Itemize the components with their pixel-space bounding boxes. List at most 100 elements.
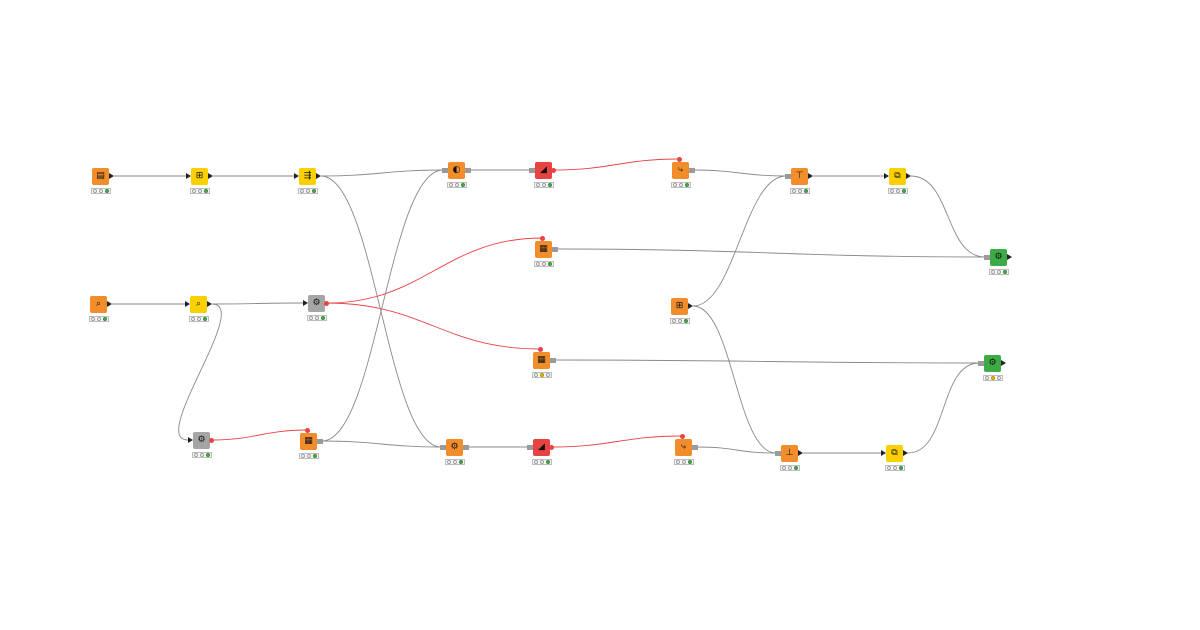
model-connection[interactable] (211, 429, 308, 441)
node-body[interactable]: ⊞ (671, 298, 688, 315)
joiner-node-bottom[interactable]: ⊥ (773, 437, 807, 471)
joiner-node-top[interactable]: ⊤ (783, 160, 817, 194)
data-connection[interactable] (321, 169, 444, 442)
data-connection[interactable] (556, 248, 986, 258)
node-body[interactable]: ▦ (533, 352, 550, 369)
view-node-top[interactable]: ⚙ (982, 241, 1016, 275)
predictor-node-top[interactable]: ◢ (527, 154, 561, 188)
model-input-port[interactable] (680, 434, 685, 439)
model-output-port[interactable] (209, 438, 214, 443)
node-body[interactable]: ⊤ (791, 168, 808, 185)
data-connection[interactable] (211, 302, 304, 305)
model-connection[interactable] (553, 158, 680, 171)
node-body[interactable]: ▤ (92, 168, 109, 185)
node-body[interactable]: ⤷ (672, 162, 689, 179)
input-port[interactable] (440, 445, 446, 450)
input-port[interactable] (881, 450, 886, 456)
node-body[interactable]: ◐ (448, 162, 465, 179)
data-connection[interactable] (554, 359, 980, 364)
metanode-top[interactable]: ⚙ (300, 287, 334, 321)
node-body[interactable]: ◢ (533, 439, 550, 456)
output-port[interactable] (463, 445, 469, 450)
input-port[interactable] (775, 451, 781, 456)
input-port[interactable] (185, 301, 190, 307)
input-port[interactable] (186, 173, 191, 179)
learner-node-bottom[interactable]: ⚙ (438, 431, 472, 465)
node-body[interactable]: ⚙ (446, 439, 463, 456)
data-connection[interactable] (907, 362, 980, 454)
scorer-node-bottom[interactable]: ⧉ (878, 437, 912, 471)
column-filter-node[interactable]: ⊞ (183, 160, 217, 194)
model-output-port[interactable] (549, 445, 554, 450)
model-connection[interactable] (326, 302, 541, 350)
input-port[interactable] (529, 168, 535, 173)
data-connection[interactable] (910, 175, 986, 258)
node-body[interactable]: ⚙ (984, 355, 1001, 372)
learner-node-top[interactable]: ◐ (440, 154, 474, 188)
output-port[interactable] (906, 173, 911, 179)
output-port[interactable] (692, 445, 698, 450)
node-body[interactable]: ⚙ (990, 249, 1007, 266)
data-connection[interactable] (320, 169, 444, 177)
output-port[interactable] (208, 173, 213, 179)
node-body[interactable]: ⧉ (886, 445, 903, 462)
partitioning-node[interactable]: ⇶ (291, 160, 325, 194)
output-port[interactable] (1007, 254, 1012, 260)
model-output-port[interactable] (551, 168, 556, 173)
input-port[interactable] (303, 300, 308, 306)
model-input-port[interactable] (538, 347, 543, 352)
node-body[interactable]: ▦ (300, 433, 317, 450)
output-port[interactable] (552, 247, 558, 252)
model-input-port[interactable] (677, 157, 682, 162)
model-input-port[interactable] (305, 428, 310, 433)
node-body[interactable]: ⊥ (781, 445, 798, 462)
output-port[interactable] (109, 173, 114, 179)
data-connection[interactable] (693, 169, 787, 177)
model-loader-node[interactable]: ▦ (292, 425, 326, 459)
node-body[interactable]: ◢ (535, 162, 552, 179)
metanode-bottom[interactable]: ⚙ (185, 424, 219, 458)
output-port[interactable] (550, 358, 556, 363)
table-creator-node[interactable]: ⌕ (82, 288, 116, 322)
node-body[interactable]: ▦ (535, 241, 552, 258)
input-port[interactable] (978, 361, 984, 366)
output-port[interactable] (316, 173, 321, 179)
model-connection[interactable] (326, 237, 543, 304)
model-writer-node-bottom[interactable]: ⤷ (667, 431, 701, 465)
output-port[interactable] (808, 173, 813, 179)
output-port[interactable] (465, 168, 471, 173)
data-connection[interactable] (696, 446, 777, 454)
input-port[interactable] (188, 437, 193, 443)
node-body[interactable]: ⌕ (190, 296, 207, 313)
data-connection[interactable] (178, 303, 222, 441)
model-writer-node-top[interactable]: ⤷ (664, 154, 698, 188)
model-reader-node-low[interactable]: ▦ (525, 344, 559, 378)
data-connection[interactable] (692, 175, 787, 307)
node-body[interactable]: ⚙ (193, 432, 210, 449)
data-generator-node[interactable]: ⊞ (663, 290, 697, 324)
output-port[interactable] (688, 303, 693, 309)
node-body[interactable]: ⊞ (191, 168, 208, 185)
node-body[interactable]: ⇶ (299, 168, 316, 185)
node-body[interactable]: ⚙ (308, 295, 325, 312)
node-body[interactable]: ⤷ (675, 439, 692, 456)
output-port[interactable] (107, 301, 112, 307)
output-port[interactable] (317, 439, 323, 444)
input-port[interactable] (527, 445, 533, 450)
input-port[interactable] (294, 173, 299, 179)
output-port[interactable] (207, 301, 212, 307)
input-port[interactable] (984, 255, 990, 260)
data-connection[interactable] (692, 305, 777, 454)
input-port[interactable] (884, 173, 889, 179)
output-port[interactable] (903, 450, 908, 456)
data-connection[interactable] (321, 440, 442, 448)
model-input-port[interactable] (540, 236, 545, 241)
view-node-mid[interactable]: ⚙ (976, 347, 1010, 381)
output-port[interactable] (689, 168, 695, 173)
string-manipulation-node[interactable]: ⌕ (182, 288, 216, 322)
model-reader-node-mid[interactable]: ▦ (527, 233, 561, 267)
scorer-node-top[interactable]: ⧉ (881, 160, 915, 194)
model-output-port[interactable] (324, 301, 329, 306)
output-port[interactable] (798, 450, 803, 456)
